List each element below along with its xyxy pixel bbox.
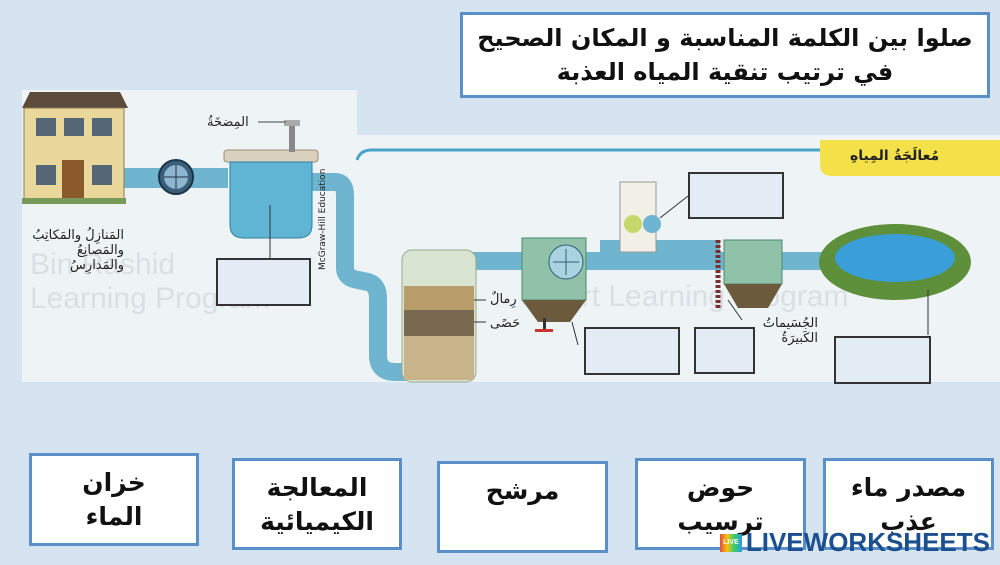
pipe-main-right <box>460 252 840 270</box>
publisher-credit: McGraw-Hill Education <box>318 168 328 270</box>
drop-box-chemical-treatment[interactable] <box>688 172 784 219</box>
drop-box-filter[interactable] <box>584 327 680 375</box>
diagram-header-line <box>355 148 825 161</box>
pipe-top-chem <box>600 240 720 252</box>
word-card-label: مرشح <box>485 476 560 505</box>
pump-label: المِضخَةُ <box>207 115 249 130</box>
gravel-label: حَصًى <box>490 316 521 331</box>
word-card-filter[interactable]: مرشح <box>437 461 608 553</box>
word-card-chemical-treatment[interactable]: المعالجة الكيميائية <box>232 458 402 550</box>
drop-box-sedimentation[interactable] <box>694 327 755 374</box>
watermark-left: Bin Rashid Learning Program <box>30 248 271 315</box>
diagram-header-tag <box>820 140 1000 176</box>
word-card-water-tank[interactable]: خزان الماء <box>29 453 199 546</box>
drop-box-water-source[interactable] <box>834 336 931 384</box>
flocculation-tank <box>521 237 587 346</box>
header-label-water-treatment: مُعالَجَةُ المِياهِ <box>850 148 940 164</box>
liveworksheets-logo: LIVE LIVEWORKSHEETS <box>719 527 990 558</box>
word-card-label: حوض ترسيب <box>677 473 764 536</box>
large-particles-label: الجُسَيماتُ الكَبيرَةُ <box>762 316 818 346</box>
house-illustration <box>22 92 128 204</box>
logo-text: LIVEWORKSHEETS <box>745 527 990 557</box>
chemical-dosing-unit <box>619 181 689 253</box>
storage-tank <box>223 120 319 239</box>
homes-label: المَنازِلُ والمَكاتِبُ والمَصانِعُ والمَ… <box>32 228 124 273</box>
fresh-water-lake <box>819 224 971 335</box>
word-card-label: خزان الماء <box>82 468 146 531</box>
screening-tank <box>715 239 783 321</box>
instruction-title-box: صلوا بين الكلمة المناسبة و المكان الصحيح… <box>460 12 990 98</box>
pump-wheel <box>158 159 194 195</box>
drop-box-storage-tank[interactable] <box>216 258 311 306</box>
instruction-text: صلوا بين الكلمة المناسبة و المكان الصحيح… <box>477 24 973 86</box>
word-card-fresh-water-source[interactable]: مصدر ماء عذب <box>823 458 994 550</box>
filter-tank <box>401 249 486 383</box>
sand-label: رِمالٌ <box>490 292 517 307</box>
pipe-tank-down <box>310 173 410 381</box>
word-card-label: مصدر ماء عذب <box>850 473 967 536</box>
word-card-label: المعالجة الكيميائية <box>260 473 374 536</box>
logo-badge: LIVE <box>719 533 742 552</box>
